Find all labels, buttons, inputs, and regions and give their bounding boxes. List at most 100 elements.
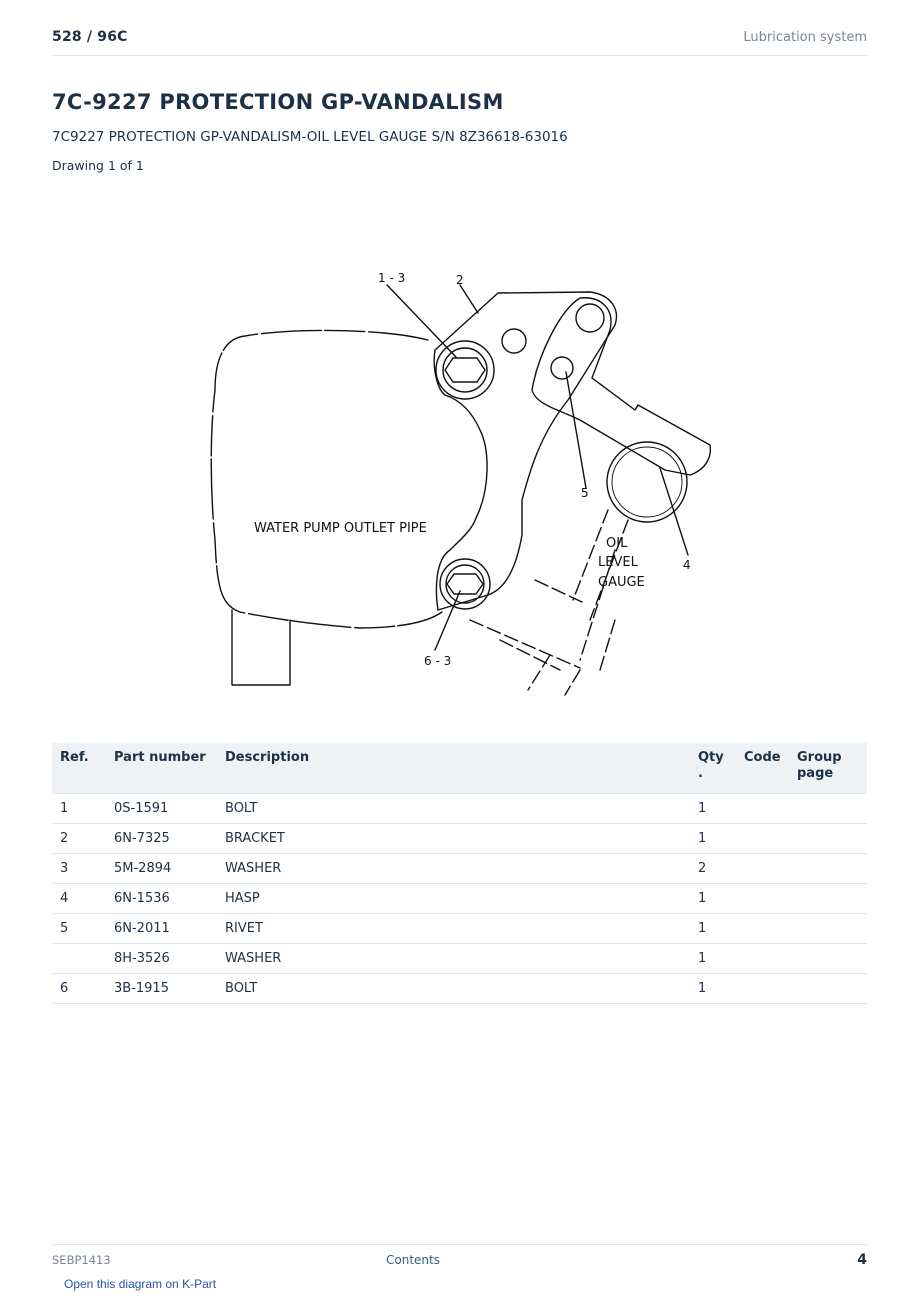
hasp-upper-hole bbox=[575, 303, 605, 333]
header-divider bbox=[52, 55, 868, 56]
drawing-count: Drawing 1 of 1 bbox=[52, 158, 144, 173]
cell-code bbox=[736, 943, 789, 974]
leader-1 bbox=[386, 284, 457, 358]
col-group-header: Group page bbox=[789, 743, 867, 794]
callout-6-3: 6 - 3 bbox=[424, 654, 451, 668]
cell-qty: 1 bbox=[690, 943, 736, 974]
footer-divider bbox=[52, 1244, 868, 1245]
cell-description: WASHER bbox=[217, 853, 690, 884]
cell-part-number: 6N-1536 bbox=[106, 883, 217, 914]
cell-qty: 1 bbox=[690, 793, 736, 824]
table-row: 6 3B-1915 BOLT 1 bbox=[52, 973, 867, 1004]
bolt-6-head bbox=[445, 564, 485, 604]
parts-diagram: 1 - 3 2 5 4 6 - 3 WATER PUMP OUTLET PIPE… bbox=[160, 200, 760, 700]
hasp-outline bbox=[531, 297, 712, 476]
table-row: 2 6N-7325 BRACKET 1 bbox=[52, 823, 867, 854]
table-row: 1 0S-1591 BOLT 1 bbox=[52, 793, 867, 824]
callout-2: 2 bbox=[456, 273, 464, 287]
bolt-1-head bbox=[442, 347, 488, 393]
parts-table: Ref. Part number Description Qty . Code … bbox=[52, 743, 867, 1004]
cell-description: BRACKET bbox=[217, 823, 690, 854]
pump-label: WATER PUMP OUTLET PIPE bbox=[254, 521, 427, 536]
cell-part-number: 3B-1915 bbox=[106, 973, 217, 1004]
gauge-ring-inner bbox=[611, 446, 683, 518]
gauge-tube bbox=[469, 509, 629, 696]
pump-pipe-outline bbox=[210, 329, 443, 629]
gauge-label-line1: OIL bbox=[606, 536, 628, 551]
cell-ref: 6 bbox=[52, 973, 106, 1004]
cell-part-number: 6N-2011 bbox=[106, 913, 217, 944]
cell-qty: 1 bbox=[690, 823, 736, 854]
table-header-row: Ref. Part number Description Qty . Code … bbox=[52, 743, 867, 794]
bolt-6-hex bbox=[446, 573, 484, 595]
cell-description: HASP bbox=[217, 883, 690, 914]
cell-code bbox=[736, 913, 789, 944]
bracket-outline bbox=[433, 291, 617, 611]
bracket-hole bbox=[501, 328, 527, 354]
table-row: 8H-3526 WASHER 1 bbox=[52, 943, 867, 974]
gauge-label-line2: LEVEL bbox=[598, 555, 639, 570]
cell-qty: 1 bbox=[690, 883, 736, 914]
cell-code bbox=[736, 973, 789, 1004]
bolt-6-washer bbox=[439, 558, 491, 610]
gauge-label-line3: GAUGE bbox=[598, 575, 645, 590]
callout-5: 5 bbox=[581, 486, 589, 500]
page-subtitle: 7C9227 PROTECTION GP-VANDALISM-OIL LEVEL… bbox=[52, 129, 568, 145]
cell-part-number: 6N-7325 bbox=[106, 823, 217, 854]
col-desc-header: Description bbox=[217, 743, 690, 794]
parts-diagram-svg: 1 - 3 2 5 4 6 - 3 WATER PUMP OUTLET PIPE… bbox=[210, 271, 712, 696]
callout-1-3: 1 - 3 bbox=[378, 271, 405, 285]
rivet bbox=[550, 356, 574, 380]
col-code-header: Code bbox=[736, 743, 789, 794]
model-label: 528 / 96C bbox=[52, 29, 128, 45]
pump-stub bbox=[231, 609, 291, 686]
cell-part-number: 8H-3526 bbox=[106, 943, 217, 974]
table-row: 4 6N-1536 HASP 1 bbox=[52, 883, 867, 914]
cell-group-page bbox=[789, 913, 867, 944]
bolt-1-hex bbox=[444, 357, 486, 383]
table-row: 3 5M-2894 WASHER 2 bbox=[52, 853, 867, 884]
leader-5 bbox=[565, 371, 587, 489]
page-title: 7C-9227 PROTECTION GP-VANDALISM bbox=[52, 90, 504, 114]
cell-group-page bbox=[789, 793, 867, 824]
cell-code bbox=[736, 793, 789, 824]
cell-qty: 1 bbox=[690, 973, 736, 1004]
col-part-header: Part number bbox=[106, 743, 217, 794]
open-kpart-link[interactable]: Open this diagram on K-Part bbox=[64, 1277, 217, 1291]
cell-code bbox=[736, 853, 789, 884]
cell-ref: 4 bbox=[52, 883, 106, 914]
section-label: Lubrication system bbox=[743, 30, 867, 45]
cell-description: BOLT bbox=[217, 973, 690, 1004]
cell-ref: 5 bbox=[52, 913, 106, 944]
cell-ref: 1 bbox=[52, 793, 106, 824]
bolt-1-washer bbox=[435, 340, 495, 400]
cell-description: BOLT bbox=[217, 793, 690, 824]
table-row: 5 6N-2011 RIVET 1 bbox=[52, 913, 867, 944]
col-ref-header: Ref. bbox=[52, 743, 106, 794]
leader-6 bbox=[434, 590, 461, 651]
cell-description: RIVET bbox=[217, 913, 690, 944]
cell-group-page bbox=[789, 883, 867, 914]
cell-group-page bbox=[789, 823, 867, 854]
cell-ref bbox=[52, 943, 106, 974]
callout-4: 4 bbox=[683, 558, 691, 572]
leader-4 bbox=[659, 467, 689, 556]
cell-code bbox=[736, 883, 789, 914]
cell-group-page bbox=[789, 943, 867, 974]
page-number: 4 bbox=[857, 1252, 867, 1268]
leader-2 bbox=[459, 284, 479, 314]
cell-part-number: 0S-1591 bbox=[106, 793, 217, 824]
cell-part-number: 5M-2894 bbox=[106, 853, 217, 884]
cell-qty: 2 bbox=[690, 853, 736, 884]
cell-ref: 2 bbox=[52, 823, 106, 854]
gauge-ring-outer bbox=[606, 441, 688, 523]
cell-qty: 1 bbox=[690, 913, 736, 944]
cell-group-page bbox=[789, 853, 867, 884]
cell-description: WASHER bbox=[217, 943, 690, 974]
cell-group-page bbox=[789, 973, 867, 1004]
cell-code bbox=[736, 823, 789, 854]
col-qty-header: Qty . bbox=[690, 743, 736, 794]
document-id: SEBP1413 bbox=[52, 1253, 111, 1267]
contents-link[interactable]: Contents bbox=[386, 1253, 440, 1267]
cell-ref: 3 bbox=[52, 853, 106, 884]
